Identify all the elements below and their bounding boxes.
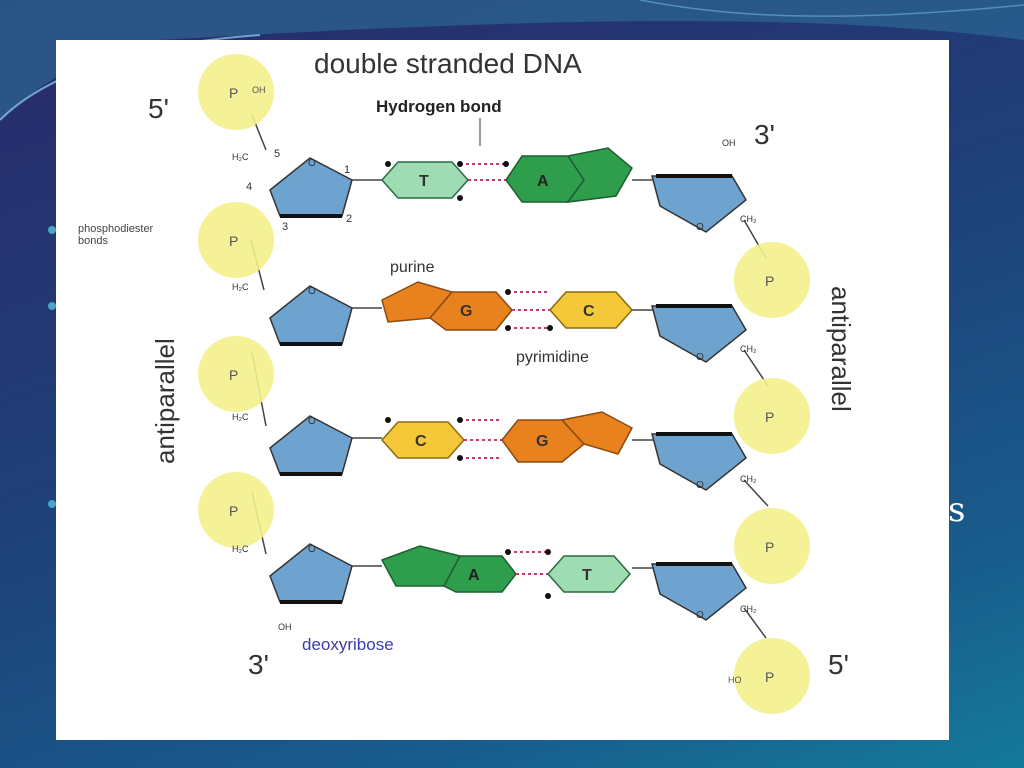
adenine-base: A — [380, 545, 517, 593]
dna-figure: double stranded DNA Hydrogen bond 5' 3' … — [56, 40, 949, 740]
hydrogen-bonds — [460, 163, 506, 181]
guanine-base: G — [501, 411, 634, 463]
slide-bullet — [48, 302, 56, 310]
svg-text:O: O — [308, 158, 316, 169]
svg-text:H₂C: H₂C — [232, 412, 249, 422]
svg-text:C: C — [583, 303, 595, 320]
svg-text:O: O — [308, 416, 316, 427]
base-pair-row-4: A T — [380, 545, 632, 599]
slide-bullet — [48, 500, 56, 508]
svg-text:T: T — [419, 173, 429, 190]
svg-text:T: T — [582, 567, 592, 584]
svg-text:P: P — [765, 539, 774, 555]
svg-text:CH₂: CH₂ — [740, 214, 757, 224]
sugar-ring-left: O H₂C — [232, 282, 353, 346]
svg-text:O: O — [696, 352, 704, 363]
phosphate-group: P — [198, 472, 274, 548]
svg-text:A: A — [537, 173, 549, 190]
svg-text:G: G — [460, 303, 472, 320]
base-pair-row-2: G C — [381, 281, 634, 331]
purine-label: purine — [390, 259, 435, 276]
guanine-base: G — [381, 281, 513, 331]
phosphate-group: P — [734, 508, 810, 584]
phosphate-group: P — [734, 242, 810, 318]
svg-text:OH: OH — [252, 85, 266, 95]
svg-text:P: P — [229, 367, 238, 383]
base-pair-row-3: C G — [380, 411, 634, 463]
antiparallel-label-right: antiparallel — [826, 286, 856, 412]
svg-text:3: 3 — [282, 221, 288, 233]
sugar-ring-right: O CH₂ — [651, 432, 757, 491]
hydrogen-bonds — [508, 291, 550, 329]
base-pair-row-1: T A — [380, 147, 633, 203]
svg-text:O: O — [696, 610, 704, 621]
hydrogen-bonds — [508, 551, 548, 575]
diagram-title: double stranded DNA — [314, 48, 582, 79]
adenine-base: A — [505, 147, 633, 203]
svg-text:O: O — [696, 480, 704, 491]
five-prime-top-left: 5' — [148, 93, 169, 124]
bonds-label: bonds — [78, 235, 108, 247]
slide-bullet — [48, 226, 56, 234]
svg-text:OH: OH — [278, 622, 292, 632]
phosphate-group: P HO — [728, 638, 810, 714]
sugar-ring-left: O H₂C OH — [232, 543, 353, 632]
thymine-base: T — [546, 555, 632, 593]
sugar-ring-right: O CH₂ — [651, 304, 757, 363]
svg-text:CH₂: CH₂ — [740, 604, 757, 614]
hydrogen-bonds — [460, 419, 502, 459]
pyrimidine-label: pyrimidine — [516, 349, 589, 366]
svg-text:H₂C: H₂C — [232, 544, 249, 554]
phosphate-group: P — [734, 378, 810, 454]
cytosine-base: C — [548, 291, 634, 329]
svg-text:P: P — [229, 233, 238, 249]
svg-text:H₂C: H₂C — [232, 282, 249, 292]
phosphate-group: P OH — [198, 54, 274, 130]
slide-stray-text: s — [948, 490, 966, 530]
svg-text:A: A — [468, 567, 480, 584]
sugar-ring-right: O OH CH₂ — [651, 138, 757, 233]
five-prime-bottom-right: 5' — [828, 649, 849, 680]
svg-text:2: 2 — [346, 213, 352, 225]
svg-text:4: 4 — [246, 181, 252, 193]
phosphate-group: P — [198, 336, 274, 412]
svg-text:5: 5 — [274, 148, 280, 160]
antiparallel-label-left: antiparallel — [150, 338, 180, 464]
svg-text:O: O — [308, 544, 316, 555]
sugar-ring-left: O H₂C 5 4 1 3 2 — [232, 148, 353, 233]
three-prime-top-right: 3' — [754, 119, 775, 150]
svg-text:H₂C: H₂C — [232, 152, 249, 162]
svg-text:P: P — [765, 669, 774, 685]
svg-text:P: P — [229, 503, 238, 519]
deoxyribose-label: deoxyribose — [302, 635, 394, 654]
glycosidic-links — [352, 179, 654, 569]
phosphodiester-label: phosphodiester — [78, 223, 154, 235]
svg-text:P: P — [765, 273, 774, 289]
svg-text:P: P — [765, 409, 774, 425]
sugar-ring-right: O CH₂ — [651, 562, 757, 621]
sugar-ring-left: O H₂C — [232, 412, 353, 476]
cytosine-base: C — [380, 421, 466, 459]
svg-text:O: O — [696, 222, 704, 233]
three-prime-bottom-left: 3' — [248, 649, 269, 680]
phosphate-group: P — [198, 202, 274, 278]
svg-text:O: O — [308, 286, 316, 297]
svg-text:C: C — [415, 433, 427, 450]
svg-text:HO: HO — [728, 675, 742, 685]
svg-text:1: 1 — [344, 164, 350, 176]
svg-text:P: P — [229, 85, 238, 101]
svg-text:G: G — [536, 433, 548, 450]
thymine-base: T — [380, 161, 470, 199]
hydrogen-bond-label: Hydrogen bond — [376, 97, 502, 116]
svg-text:CH₂: CH₂ — [740, 474, 757, 484]
svg-text:CH₂: CH₂ — [740, 344, 757, 354]
svg-text:OH: OH — [722, 138, 736, 148]
